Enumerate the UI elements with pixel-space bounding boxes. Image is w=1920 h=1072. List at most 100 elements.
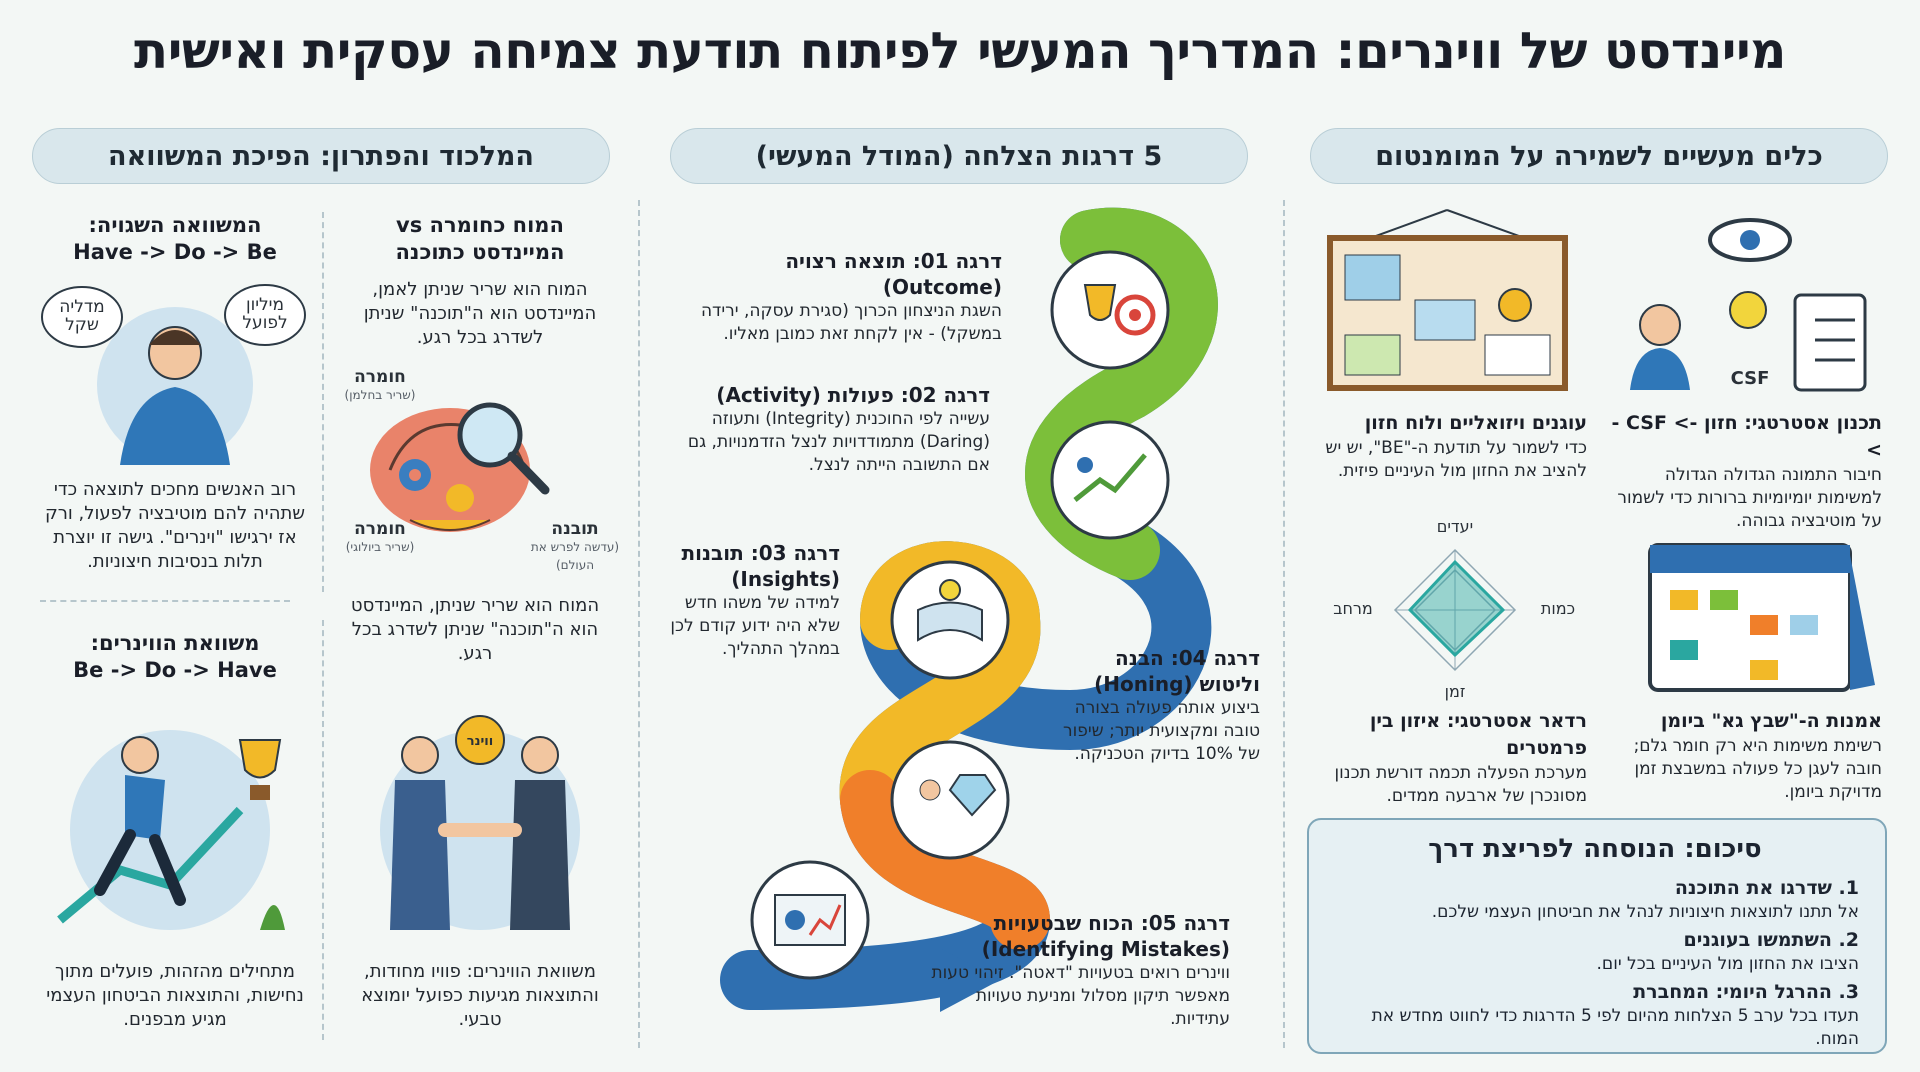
brain-text-bottom: המוח הוא שריר שניתן, המיינדסט הוא ה"תוכנ…: [350, 594, 600, 666]
planning-tool-text: חיבור התמונה הגדולה הגדולה למשימות יומיו…: [1617, 465, 1882, 531]
lightbulb-icon: [1729, 291, 1767, 329]
section-header-trap: המלכוד והפתרון: הפיכת המשוואה: [32, 128, 610, 184]
winners-eq-title: משוואת הווינרים: Be -> Do -> Have: [40, 630, 310, 684]
divider-right: [1283, 200, 1285, 1048]
bubble-left-text: מדליה שקל: [59, 297, 105, 335]
trophy-icon: [238, 739, 282, 779]
step-05-text: ווינרים רואים בטעויות "דאטה". זיהוי טעות…: [931, 963, 1231, 1029]
step-02-text: עשייה לפי החוכנית (Integrity) ותעוזה (Da…: [687, 409, 990, 475]
wrong-eq-title: המשוואה השגויה: Have -> Do -> Be: [40, 212, 310, 266]
brain-text-bottom-content: המוח הוא שריר שניתן, המיינדסט הוא ה"תוכנ…: [350, 595, 600, 664]
label-hardware-top-sub: (שריר בחלמן): [344, 388, 416, 402]
thinking-person-illustration: [41, 284, 306, 465]
running-person-illustration: [57, 730, 285, 930]
planning-illustration: [1630, 218, 1867, 392]
award-badge-icon: [455, 715, 505, 765]
planning-tool: תכנון אסטרטגי: חזון -> CSF -> חיבור התמו…: [1600, 410, 1882, 533]
handshake-illustration: [380, 715, 580, 930]
step-05: דרגה 05: הכוח שבטעויות (Identifying Mist…: [930, 910, 1231, 1031]
calendar-illustration: [1648, 543, 1875, 692]
runner-body: [125, 775, 165, 840]
brain-illustration: [370, 402, 550, 532]
photo-icon-2: [1414, 299, 1476, 341]
bubble-right-text: מיליון לפועל: [242, 295, 288, 333]
radar-axis-left: מרחב: [1333, 599, 1373, 618]
calendar-tool: אמנות ה-"שבץ גא" ביומן רשימת משימות היא …: [1600, 708, 1882, 804]
label-hardware-top: חומרה (שריר בחלמן): [335, 368, 425, 404]
summary-box: סיכום: הנוסחה לפריצת דרך 1. שדרגו את התו…: [1307, 818, 1887, 1054]
trophy-icon: [1083, 284, 1117, 321]
planning-tool-title: תכנון אסטרטגי: חזון -> CSF ->: [1611, 412, 1882, 461]
climber-icon: [1077, 457, 1093, 473]
step-01: דרגה 01: תוצאה רצויה (Outcome) השגת הניצ…: [690, 248, 1002, 346]
person-body: [120, 387, 230, 465]
step-01-text: השגת הניצחון הכרוך (סגירת עסקה, ירידה במ…: [700, 301, 1002, 344]
book-icon: [917, 601, 983, 642]
step-03: דרגה 03: תובנות (Insights) למידה של משהו…: [650, 540, 840, 661]
vision-tool: עוגנים ויזואליים ולוח חזון כדי לשמור על …: [1305, 410, 1587, 483]
label-hardware-left: חומרה (שריר ביולוגי): [335, 520, 425, 556]
radar-tool-text: מערכת הפעלה תכמה דורשת תכנון מסונכרן של …: [1334, 763, 1587, 806]
radar-axis-bottom: זמן: [1444, 682, 1466, 701]
wrong-eq-text: רוב האנשים מחכים לתוצאה כדי שתהיה להם מו…: [40, 478, 310, 574]
thought-bubble-left: [41, 286, 123, 348]
photo-icon: [1344, 254, 1401, 301]
growth-chart-icon: [1073, 453, 1147, 502]
summary-item-2-head: 2. השתמשו בעוגנים: [1683, 929, 1860, 951]
step-05-title: דרגה 05: הכוח שבטעויות: [993, 911, 1230, 935]
step-02: דרגה 02: פעולות (Activity) עשייה לפי החו…: [670, 382, 990, 477]
step-03-text: למידה של משהו חדש שלא היה ידוע קודם לכן …: [670, 593, 840, 659]
person-right-head: [521, 736, 559, 774]
section-header-steps: 5 דרגות הצלחה (המודל המעשי): [670, 128, 1248, 184]
magnifier-icon: [457, 402, 523, 468]
label-hardware-top-text: חומרה: [354, 367, 406, 387]
label-hardware-left-text: חומרה: [354, 519, 406, 539]
summary-item-3-head: 3. ההרגל היומי: המחברת: [1633, 981, 1859, 1003]
step-01-title: דרגה 01: תוצאה רצויה (Outcome): [785, 249, 1002, 299]
lightbulb-icon: [939, 579, 961, 601]
path-arrow-head: [940, 948, 1000, 1012]
brain-text-top-content: המוח הוא שריר שניתן לאמן, המיינדסט הוא ה…: [363, 279, 597, 348]
vision-board-illustration: [1327, 209, 1568, 391]
winners-eq-text: מתחילים מהזהות, פועלים מתוך נחישות, והתו…: [40, 960, 310, 1032]
winners-badge-text: משוואת הווינרים: פוויו מחודות, והתוצאות …: [350, 960, 610, 1032]
step-04-text: ביצוע אותה פעולה בצורה טובה ומקצועית יות…: [1063, 698, 1260, 764]
label-software: תובנה (עדשה לפרש את העולם): [530, 520, 620, 574]
wrong-eq-text-content: רוב האנשים מחכים לתוצאה כדי שתהיה להם מו…: [44, 479, 306, 572]
divider-left-inner: [322, 212, 324, 592]
brain-title-line1: המוח כחומרה vs: [396, 213, 564, 237]
brain-text-top: המוח הוא שריר שניתן לאמן, המיינדסט הוא ה…: [340, 278, 620, 350]
step-04: דרגה 04: הבנה וליטוש (Honing) ביצוע אותה…: [1040, 645, 1260, 766]
step-03-title: דרגה 03: תובנות: [681, 541, 840, 565]
label-hardware-left-sub: (שריר ביולוגי): [345, 540, 415, 554]
thought-bubble-right: [224, 284, 306, 346]
summary-item-3-text: תעדו בכל ערב 5 הצלחות מהיום לפי 5 הדרגות…: [1371, 1006, 1859, 1049]
summary-item-1-text: אל תתנו לתוצאות חיצוניות לנהל את חביטחון…: [1431, 902, 1859, 922]
gear-icon-small: [446, 484, 474, 512]
vision-tool-title: עוגנים ויזואליים ולוח חזון: [1364, 412, 1587, 434]
radar-tool: רדאר אסטרטגי: איזון בין פרמטרים מערכת הפ…: [1305, 708, 1587, 808]
step-04-title2: וליטוש (Honing): [1094, 672, 1260, 696]
wrong-eq-title-line1: המשוואה השגויה:: [88, 213, 262, 237]
medal-icon: [1498, 288, 1532, 322]
bg-circle: [70, 730, 270, 930]
divider-left: [638, 200, 640, 1048]
winners-eq-text-content: מתחילים מהזהות, פועלים מתוך נחישות, והתו…: [46, 961, 304, 1030]
diamond-icon: [948, 774, 997, 817]
path-road-orange: [840, 770, 1050, 950]
wrong-eq-title-line2: Have -> Do -> Be: [73, 240, 277, 264]
growth-arrow-icon: [57, 806, 244, 924]
winners-badge-text-content: משוואת הווינרים: פוויו מחודות, והתוצאות …: [361, 961, 599, 1030]
runner-head: [121, 736, 159, 774]
success-path-illustration: [720, 207, 1218, 1012]
divider-left-inner-bottom: [322, 620, 324, 1040]
craftsman-icon: [919, 779, 941, 801]
step2-icon-circle: [1050, 420, 1170, 540]
person-icon: [1639, 304, 1681, 346]
winners-eq-title-line1: משוואת הווינרים:: [90, 631, 260, 655]
photo-icon-3: [1344, 334, 1401, 376]
step-02-title: דרגה 02: פעולות (Activity): [716, 383, 990, 407]
winners-eq-title-line2: Be -> Do -> Have: [73, 658, 277, 682]
step-03-title2: (Insights): [731, 567, 840, 591]
person-left-head: [401, 736, 439, 774]
